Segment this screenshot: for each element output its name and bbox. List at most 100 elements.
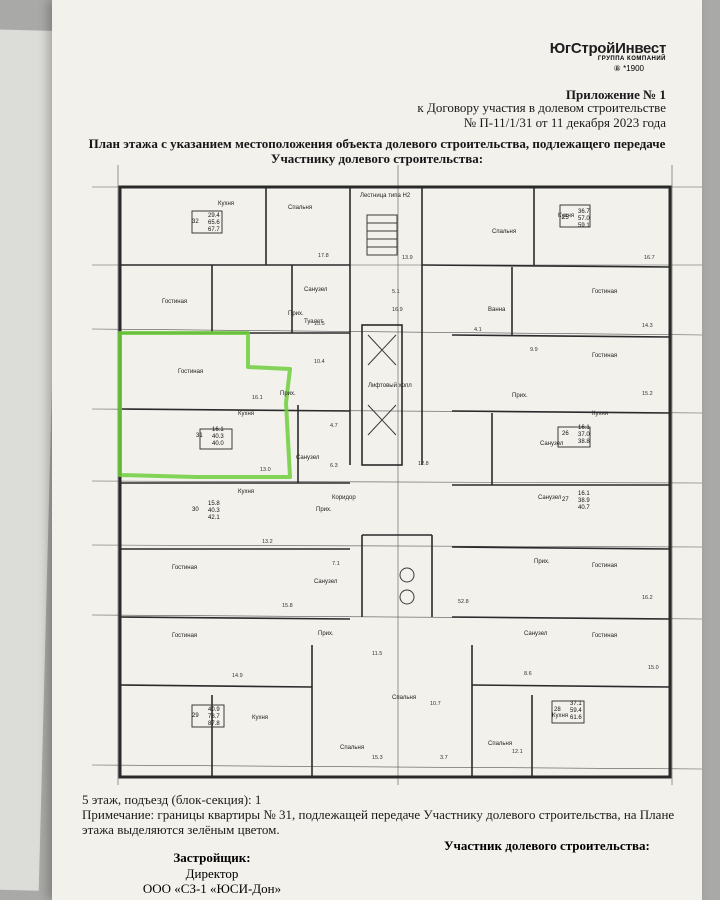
apartment-29-area: 87.8 xyxy=(208,721,220,727)
room-area-label: 15.0 xyxy=(648,665,659,671)
apartment-28-area: 61.6 xyxy=(570,715,582,721)
appendix-title: Приложение № 1 xyxy=(565,87,666,102)
room-area-label: 10.4 xyxy=(314,359,325,365)
room-area-label: 15.2 xyxy=(642,391,653,397)
label-bathroom-31: Санузел xyxy=(296,455,320,461)
room-area-label: 12.8 xyxy=(418,461,429,467)
apartment-28-area: 59.4 xyxy=(570,708,582,714)
company-logo: ЮгСтройИнвест ГРУППА КОМПАНИЙ ⑧ *1900 xyxy=(550,40,667,73)
apartment-32-area: 65.6 xyxy=(208,220,220,226)
contract-line-1: к Договору участия в долевом строительст… xyxy=(417,100,666,115)
apartment-29-area: 78.7 xyxy=(208,714,220,720)
apartment-31-area: 16.1 xyxy=(212,427,224,433)
label-hall-27: Прих. xyxy=(534,559,550,565)
plan-title-line-2: Участнику долевого строительства: xyxy=(270,151,484,166)
label-bathroom-27: Санузел xyxy=(538,495,562,501)
label-kitchen-25: Кухня xyxy=(558,213,574,219)
logo-code: ⑧ *1900 xyxy=(613,64,644,73)
label-toilet-32: Туалет xyxy=(304,319,323,325)
label-living-31: Гостиная xyxy=(178,369,203,375)
apartment-27-area: 40.7 xyxy=(578,505,590,511)
floor-plan: Лестница типа Н2 Лифтовый холл Коридор К… xyxy=(92,165,702,785)
document-page: ЮгСтройИнвест ГРУППА КОМПАНИЙ ⑧ *1900 Пр… xyxy=(52,0,702,900)
room-area-label: 16.7 xyxy=(644,255,655,261)
apartment-29-area: 40.9 xyxy=(208,707,220,713)
room-area-label: 13.9 xyxy=(402,255,413,261)
label-kitchen-32: Кухня xyxy=(218,201,234,207)
label-bedroom-25: Спальня xyxy=(492,229,516,235)
developer-label: Застройщик: xyxy=(173,850,251,865)
label-kitchen-28: Кухня xyxy=(552,713,568,719)
room-area-label: 13.2 xyxy=(262,539,273,545)
label-stair: Лестница типа Н2 xyxy=(360,193,411,199)
label-bedroom-32: Спальня xyxy=(288,205,312,211)
label-living-29: Гостиная xyxy=(172,633,197,639)
label-bedroom-29: Спальня xyxy=(392,695,416,701)
apartment-26-area: 37.0 xyxy=(578,432,590,438)
apartment-31-area: 40.3 xyxy=(212,434,224,440)
label-hall-30: Прих. xyxy=(316,507,332,513)
room-area-label: 11.5 xyxy=(372,651,382,657)
apartment-26-area: 16.1 xyxy=(578,425,590,431)
note-line-1: Примечание: границы квартиры № 31, подле… xyxy=(82,807,675,822)
room-area-label: 4.7 xyxy=(330,423,338,429)
label-bathroom-32: Санузел xyxy=(304,287,328,293)
apartment-31-highlight xyxy=(118,331,292,479)
room-area-label: 17.8 xyxy=(318,253,329,259)
label-living-25: Гостиная xyxy=(592,289,617,295)
apartment-28-number: 28 xyxy=(554,707,561,713)
room-area-label: 6.3 xyxy=(330,463,338,469)
apartment-30-area: 15.8 xyxy=(208,501,220,507)
label-kitchen-30: Кухня xyxy=(238,489,254,495)
room-area-label: 52.8 xyxy=(458,599,469,605)
apartment-31-area: 40.0 xyxy=(212,441,224,447)
label-living-27: Гостиная xyxy=(592,563,617,569)
developer-position: Директор xyxy=(185,866,239,881)
note-line-2: этажа выделяются зелёным цветом. xyxy=(82,822,280,837)
label-hall-32: Прих. xyxy=(288,311,304,317)
developer-company: ООО «СЗ-1 «ЮСИ-Дон» xyxy=(142,881,282,896)
label-hall-29: Прих. xyxy=(318,631,334,637)
label-kitchen-31: Кухня xyxy=(238,411,254,417)
label-living-28: Гостиная xyxy=(592,633,617,639)
label-bathroom-26: Санузел xyxy=(540,441,564,447)
label-living-32: Гостиная xyxy=(162,299,187,305)
room-area-label: 14.9 xyxy=(232,673,243,679)
label-bathroom-28: Санузел xyxy=(524,631,548,637)
apartment-32-area: 29.4 xyxy=(208,213,220,219)
apartment-27-area: 38.9 xyxy=(578,498,590,504)
apartment-29-number: 29 xyxy=(192,713,199,719)
apartment-27-number: 27 xyxy=(562,497,569,503)
room-area-label: 15.8 xyxy=(282,603,293,609)
apartment-31-number: 31 xyxy=(196,433,203,439)
room-area-label: 15.3 xyxy=(372,755,383,761)
contract-line-2: № П-11/1/31 от 11 декабря 2023 года xyxy=(463,115,666,130)
label-living-30: Гостиная xyxy=(172,565,197,571)
label-lift-hall: Лифтовый холл xyxy=(368,382,412,389)
plan-title-line-1: План этажа с указанием местоположения об… xyxy=(88,136,666,151)
label-bath-25: Ванна xyxy=(488,307,506,313)
apartment-27-area: 16.1 xyxy=(578,491,590,497)
apartment-25-area: 57.0 xyxy=(578,216,590,222)
room-area-label: 16.1 xyxy=(252,395,263,401)
label-bedroom-29b: Спальня xyxy=(340,745,364,751)
apartment-32-area: 67.7 xyxy=(208,227,220,233)
label-corridor: Коридор xyxy=(332,495,356,501)
room-area-label: 16.9 xyxy=(392,307,403,313)
room-area-label: 3.7 xyxy=(440,755,448,761)
label-kitchen-29: Кухня xyxy=(252,715,268,721)
apartment-32-number: 32 xyxy=(192,219,199,225)
room-area-label: 10.7 xyxy=(430,701,441,707)
label-living-26: Гостиная xyxy=(592,353,617,359)
room-area-label: 8.6 xyxy=(524,671,532,677)
label-kitchen-26: Кухня xyxy=(592,411,608,417)
logo-subtitle: ГРУППА КОМПАНИЙ xyxy=(597,56,666,62)
room-area-label: 16.2 xyxy=(642,595,653,601)
room-area-label: 4.1 xyxy=(474,327,482,333)
apartment-30-area: 42.1 xyxy=(208,515,220,521)
room-area-label: 7.1 xyxy=(332,561,340,567)
label-hall-31: Прих. xyxy=(280,391,296,397)
apartment-30-number: 30 xyxy=(192,507,199,513)
apartment-26-number: 26 xyxy=(562,431,569,437)
label-hall-26: Прих. xyxy=(512,393,528,399)
